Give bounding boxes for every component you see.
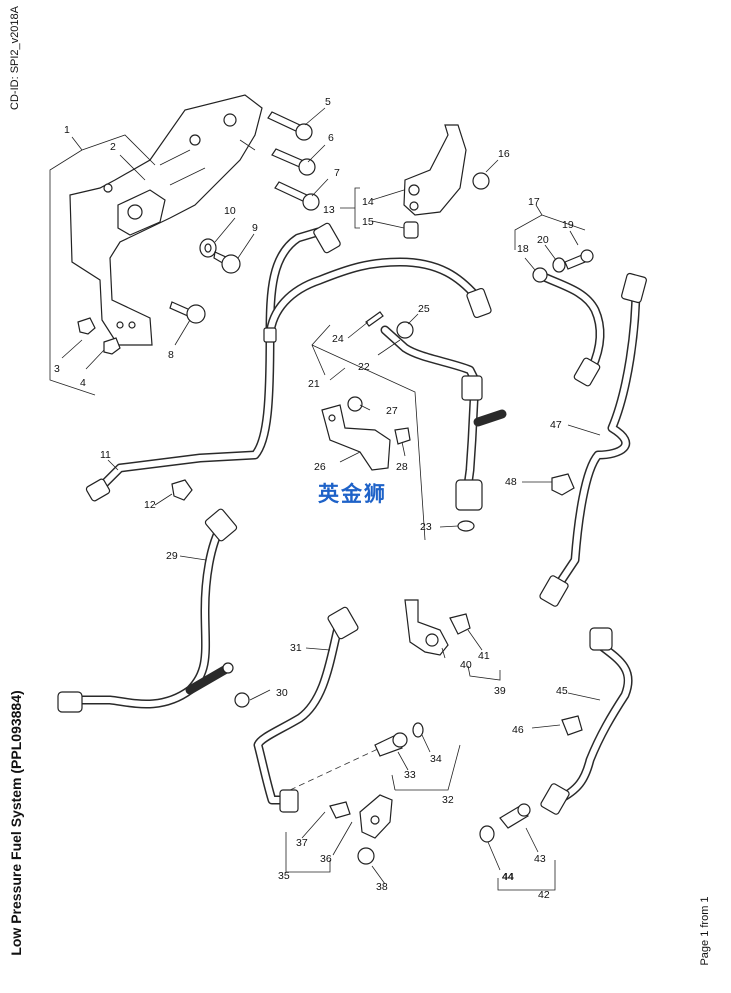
callout-33: 33 — [404, 769, 416, 781]
fuel-hose-29 — [57, 508, 238, 713]
mounting-bracket — [69, 94, 263, 346]
callout-3: 3 — [54, 363, 60, 375]
callout-6: 6 — [328, 132, 334, 144]
bracket-40 — [404, 599, 449, 656]
watermark-text: 英金狮 — [318, 482, 387, 506]
callout-29: 29 — [166, 550, 178, 562]
bolt-16 — [472, 172, 490, 190]
callout-46: 46 — [512, 724, 524, 736]
clip-41 — [449, 613, 471, 635]
callout-14: 14 — [362, 196, 374, 208]
callout-47: 47 — [550, 419, 562, 431]
bolt-6 — [271, 148, 316, 176]
callout-numbers: 1 2 3 4 5 6 7 8 9 10 11 12 13 14 15 16 1… — [54, 96, 574, 901]
washer-10 — [199, 238, 217, 258]
callout-17: 17 — [528, 196, 540, 208]
bolt-5 — [267, 111, 313, 141]
seal-23 — [457, 520, 475, 532]
callout-25: 25 — [418, 303, 430, 315]
callout-13: 13 — [323, 204, 335, 216]
fuel-hose-11 — [85, 222, 492, 502]
callout-34: 34 — [430, 753, 442, 765]
clip-12 — [171, 479, 193, 501]
callout-42: 42 — [538, 889, 550, 901]
callout-27: 27 — [386, 405, 398, 417]
callout-18: 18 — [517, 243, 529, 255]
clip-3 — [77, 317, 96, 335]
clip-46 — [561, 715, 583, 736]
callout-44: 44 — [502, 871, 514, 883]
callout-22: 22 — [358, 361, 370, 373]
callout-19: 19 — [562, 219, 574, 231]
bolt-38 — [357, 847, 375, 865]
fuel-hose-31 — [253, 606, 359, 813]
fitting-43 — [499, 803, 531, 829]
callout-40: 40 — [460, 659, 472, 671]
callout-10: 10 — [224, 205, 236, 217]
callout-2: 2 — [110, 141, 116, 153]
callout-39: 39 — [494, 685, 506, 697]
callout-15: 15 — [362, 216, 374, 228]
bolt-7 — [274, 181, 320, 211]
callout-7: 7 — [334, 167, 340, 179]
callout-36: 36 — [320, 853, 332, 865]
callout-35: 35 — [278, 870, 290, 882]
callout-8: 8 — [168, 349, 174, 361]
clip-24 — [365, 311, 384, 327]
bracket-36 — [359, 794, 393, 839]
bolt-8 — [169, 301, 206, 324]
callout-5: 5 — [325, 96, 331, 108]
bracket-14 — [403, 124, 467, 216]
callout-1: 1 — [64, 124, 70, 136]
callout-45: 45 — [556, 685, 568, 697]
leader-lines — [49, 107, 601, 891]
alignment-line — [289, 747, 381, 791]
clip-4 — [103, 337, 121, 355]
callout-32: 32 — [442, 794, 454, 806]
washer-20 — [552, 257, 566, 273]
fitting-25 — [396, 321, 414, 339]
callout-38: 38 — [376, 881, 388, 893]
bolt-9 — [213, 251, 241, 274]
callout-9: 9 — [252, 222, 258, 234]
callout-31: 31 — [290, 642, 302, 654]
seal-34 — [412, 722, 424, 738]
spacer-15 — [403, 221, 419, 239]
bolt-19 — [564, 249, 594, 270]
callout-41: 41 — [478, 650, 490, 662]
callout-26: 26 — [314, 461, 326, 473]
callout-11: 11 — [100, 449, 111, 461]
callout-28: 28 — [396, 461, 408, 473]
callout-43: 43 — [534, 853, 546, 865]
callout-23: 23 — [420, 521, 432, 533]
callout-30: 30 — [276, 687, 288, 699]
fuel-hose-45 — [540, 627, 633, 815]
callout-37: 37 — [296, 837, 308, 849]
fuel-hose-17 — [532, 267, 605, 387]
callout-12: 12 — [144, 499, 156, 511]
callout-16: 16 — [498, 148, 510, 160]
callout-4: 4 — [80, 377, 86, 389]
callout-24: 24 — [332, 333, 344, 345]
fitting-33 — [374, 732, 408, 757]
fuel-hose-47 — [539, 272, 647, 607]
clip-48 — [551, 473, 575, 496]
fuel-tube-22 — [380, 325, 507, 511]
clip-37 — [329, 801, 351, 819]
bracket-26 — [321, 404, 391, 471]
fitting-30 — [234, 692, 250, 708]
callout-20: 20 — [537, 234, 549, 246]
callout-48: 48 — [505, 476, 517, 488]
bolt-27 — [347, 396, 363, 412]
clip-28 — [394, 427, 411, 445]
seal-44 — [479, 825, 495, 843]
callout-21: 21 — [308, 378, 320, 390]
